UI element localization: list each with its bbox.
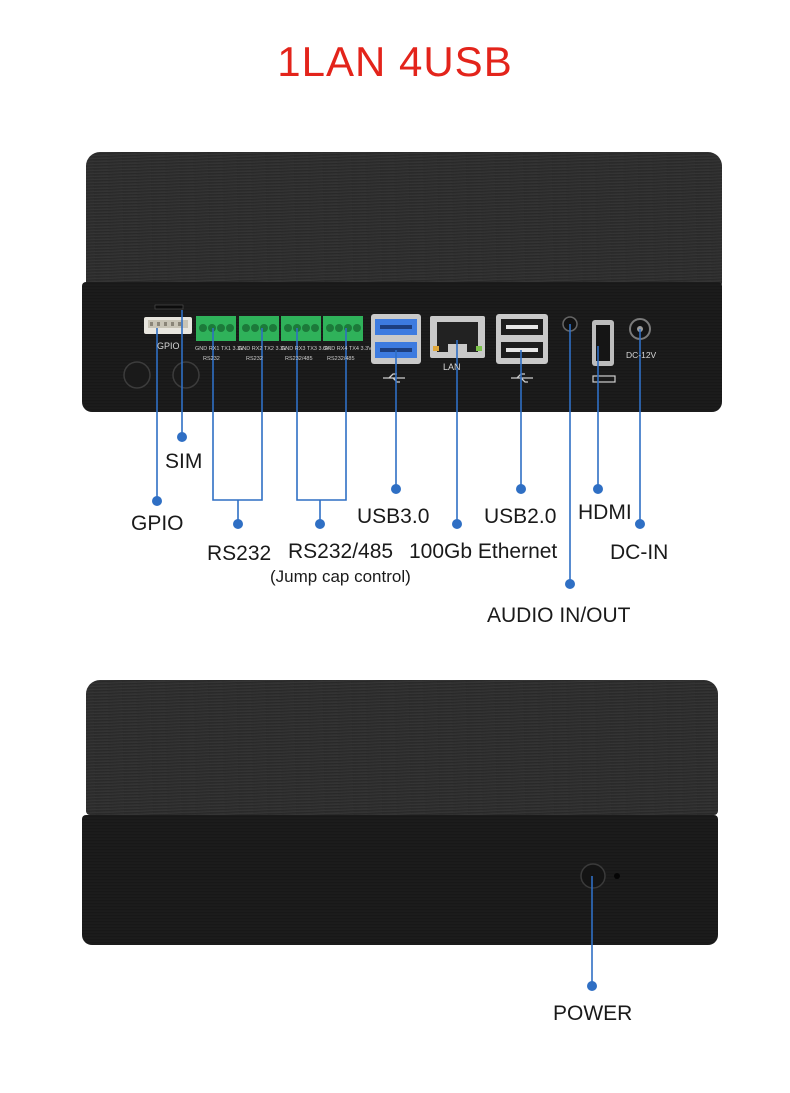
terminal-2-type-label: RS232 (246, 356, 263, 362)
callout-gpio: GPIO (131, 512, 184, 535)
terminal-block-2 (239, 316, 279, 341)
chassis-top-front (86, 680, 718, 815)
power-button (580, 863, 606, 889)
callout-usb2: USB2.0 (484, 505, 557, 528)
hdmi-port (592, 320, 614, 366)
terminal-1-type-label: RS232 (203, 356, 220, 362)
lan-port-label: LAN (443, 362, 461, 372)
front-panel (82, 815, 718, 945)
terminal-4-pin-label: GND RX4 TX4 3.3V (323, 346, 372, 352)
terminal-2-pin-label: GND RX2 TX2 3.3V (238, 346, 287, 352)
chassis-top-rear (86, 152, 722, 287)
terminal-3-pin-label: GND RX3 TX3 3.3V (281, 346, 330, 352)
dc-port-label: DC-12V (626, 350, 657, 360)
terminal-block-3 (281, 316, 321, 341)
usb2-ports (496, 314, 548, 364)
callout-power: POWER (553, 1002, 633, 1025)
callout-hdmi: HDMI (578, 501, 632, 524)
callout-sim: SIM (165, 450, 203, 473)
terminal-3-type-label: RS232/485 (285, 356, 313, 362)
gpio-port-label: GPIO (157, 341, 180, 351)
callout-usb3: USB3.0 (357, 505, 430, 528)
terminal-block-1 (196, 316, 236, 341)
terminal-4-type-label: RS232/485 (327, 356, 355, 362)
callout-ethernet: 100Gb Ethernet (409, 540, 558, 563)
terminal-1-pin-label: GND RX1 TX1 3.3V (195, 346, 244, 352)
callout-rs232: RS232 (207, 542, 272, 565)
callout-jump-cap: (Jump cap control) (270, 567, 411, 586)
page-title: 1LAN 4USB (277, 38, 513, 85)
callout-rs232-485: RS232/485 (288, 540, 394, 563)
callout-dc-in: DC-IN (610, 541, 669, 564)
callout-audio: AUDIO IN/OUT (487, 604, 631, 627)
terminal-block-4 (323, 316, 363, 341)
sim-slot (154, 304, 184, 310)
